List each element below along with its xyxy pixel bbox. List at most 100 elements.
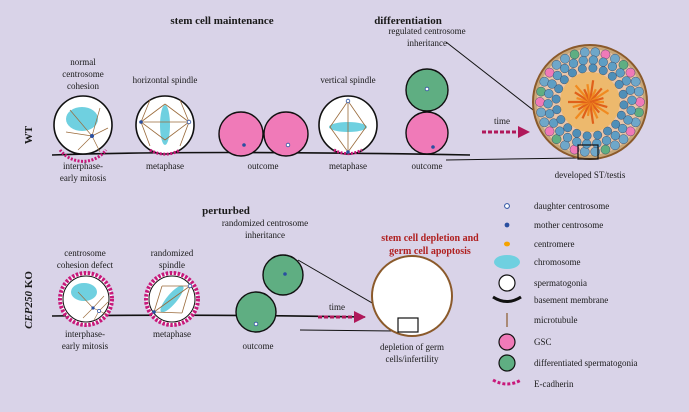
tubule-cell xyxy=(634,86,644,97)
tubule-cell xyxy=(578,55,588,66)
label-outcome-wt: outcome xyxy=(248,161,279,171)
tubule-cell xyxy=(560,53,570,64)
wt-interphase-cell xyxy=(53,95,113,163)
label-metaphase-wt: metaphase xyxy=(146,161,184,171)
tubule-cell xyxy=(559,75,569,85)
tubule-cell xyxy=(610,140,620,151)
wt-horizontal-spindle-cell xyxy=(135,95,195,156)
tubule-cell xyxy=(568,68,577,78)
label-inheritance-ko: inheritance xyxy=(245,230,285,240)
tubule-cell xyxy=(635,97,645,107)
tubule-cell xyxy=(621,76,631,86)
header-stem-cell-maintenance: stem cell maintenance xyxy=(170,15,273,27)
tubule-cell xyxy=(598,66,608,76)
tubule-cell xyxy=(627,95,637,105)
label-time-wt: time xyxy=(494,116,510,126)
label-normal: normal xyxy=(70,57,96,67)
tubule-cell xyxy=(619,100,629,110)
tubule-cell xyxy=(617,123,628,134)
tubule-cell xyxy=(601,136,612,146)
label-inheritance-wt: inheritance xyxy=(407,38,447,48)
tubule-cell xyxy=(598,57,608,67)
developed-testis-tubule xyxy=(532,44,648,160)
tubule-cell xyxy=(618,89,628,99)
mother-centrosome-icon xyxy=(504,222,510,228)
tubule-cell xyxy=(634,107,644,118)
label-outcome-wt-2: outcome xyxy=(412,161,443,171)
tubule-cell xyxy=(556,115,566,124)
tubule-cell xyxy=(536,86,546,97)
tubule-cell xyxy=(572,128,582,138)
tubule-core-spoke xyxy=(589,97,604,104)
label-depletion-1: depletion of germ xyxy=(380,342,444,352)
tubule-cell xyxy=(563,123,573,133)
legend-label-8: differentiated spermatogonia xyxy=(534,358,638,368)
chromosome-icon xyxy=(494,255,520,269)
tubule-cell xyxy=(543,99,553,109)
ko-randomized-spindle-cell xyxy=(144,271,200,327)
tubule-cell xyxy=(625,67,636,78)
row-label-ko-suffix: KO xyxy=(23,271,35,291)
label-vertical-spindle: vertical spindle xyxy=(320,75,375,85)
tubule-cell xyxy=(623,115,633,125)
tubule-cell xyxy=(607,71,617,81)
label-horizontal-spindle: horizontal spindle xyxy=(133,75,198,85)
label-spindle: spindle xyxy=(159,260,185,270)
label-depletion-title-2: germ cell apoptosis xyxy=(389,246,471,257)
label-randomized-centrosome: randomized centrosome xyxy=(222,218,308,228)
label-early-mitosis-ko: early mitosis xyxy=(62,341,109,351)
tubule-cell xyxy=(545,109,555,119)
wt-regulated-inheritance-cells xyxy=(405,68,449,155)
tubule-cell xyxy=(588,55,598,65)
row-label-ko-gene: CEP250 xyxy=(23,290,35,328)
tubule-cell xyxy=(554,84,564,94)
tubule-cell xyxy=(568,58,579,68)
depleted-tubule xyxy=(371,255,453,337)
gsc-icon xyxy=(498,333,516,351)
tubule-cell xyxy=(552,70,563,81)
label-metaphase-ko: metaphase xyxy=(153,329,191,339)
tubule-cell xyxy=(618,60,629,70)
tubule-cell xyxy=(544,67,555,78)
tubule-cell xyxy=(607,61,617,72)
wt-vertical-spindle-cell xyxy=(318,95,378,156)
tubule-cell xyxy=(551,134,562,144)
centromere-icon xyxy=(504,241,510,247)
tubule-cell xyxy=(625,85,635,95)
tubule-cell xyxy=(610,130,620,141)
tubule-cell xyxy=(630,76,641,87)
wt-outcome-pair xyxy=(218,111,309,157)
tubule-cell xyxy=(615,68,625,78)
tubule-cell xyxy=(563,132,573,143)
ko-randomized-inheritance-cells xyxy=(235,254,304,333)
tubule-cell xyxy=(539,117,550,128)
legend-label-0: daughter centrosome xyxy=(534,201,609,211)
tubule-cell xyxy=(611,119,621,129)
tubule-cell xyxy=(579,146,590,157)
label-interphase: interphase- xyxy=(63,161,103,171)
basement-membrane-icon xyxy=(492,295,522,303)
label-randomized: randomized xyxy=(151,248,194,258)
legend-label-3: chromosome xyxy=(534,257,581,267)
tubule-cell xyxy=(549,118,559,128)
header-differentiation: differentiation xyxy=(374,15,442,27)
label-metaphase-wt-2: metaphase xyxy=(329,161,367,171)
label-depletion-title-1: stem cell depletion and xyxy=(381,233,479,244)
tubule-cell xyxy=(618,134,629,144)
label-early-mitosis: early mitosis xyxy=(60,173,107,183)
tubule-cell xyxy=(603,126,612,136)
daughter-centrosome-icon xyxy=(504,203,510,209)
label-regulated-centrosome: regulated centrosome xyxy=(388,26,465,36)
legend-label-7: GSC xyxy=(534,337,552,347)
tubule-cell xyxy=(590,47,601,58)
tubule-cell xyxy=(592,138,602,149)
label-time-ko: time xyxy=(329,302,345,312)
tubule-cell xyxy=(569,49,580,60)
tubule-cell xyxy=(536,107,546,118)
tubule-cell xyxy=(577,64,587,74)
label-cohesion-defect: cohesion defect xyxy=(57,260,114,270)
legend: daughter centrosome mother centrosome ce… xyxy=(492,201,638,389)
tubule-cell xyxy=(579,47,590,58)
tubule-cell xyxy=(551,60,562,70)
